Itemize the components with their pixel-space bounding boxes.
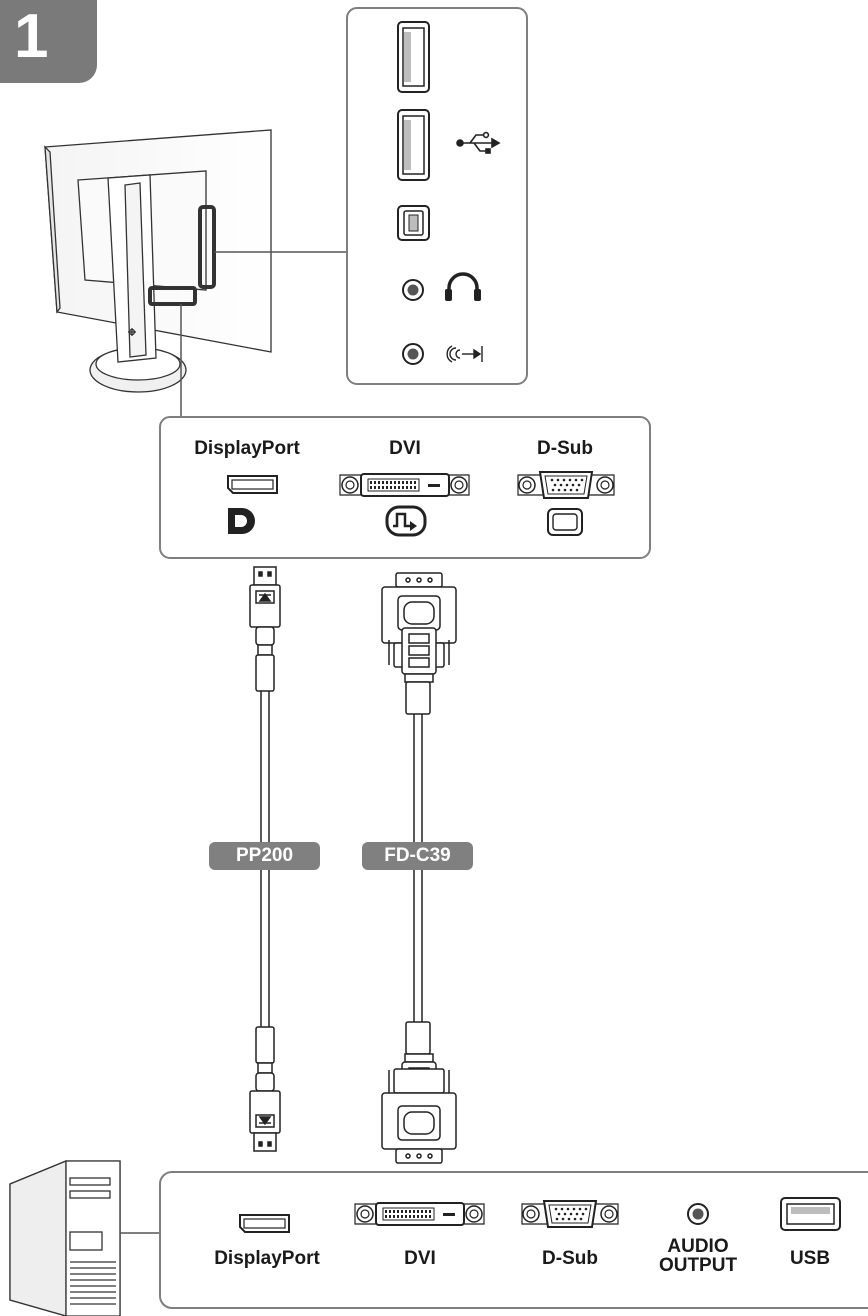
monitor-illustration — [44, 129, 272, 393]
dsub-logo-icon — [547, 508, 583, 536]
pc-audio-label-line2: OUTPUT — [658, 1255, 738, 1276]
headphones-symbol-icon — [445, 272, 481, 301]
pc-audio-output-label: AUDIO OUTPUT — [640, 1237, 756, 1275]
dvi-cable-model-tag: FD-C39 — [362, 842, 473, 870]
headphone-jack-icon — [402, 279, 424, 301]
usb-a-port-icon — [397, 21, 430, 93]
step-badge: 1 — [0, 0, 97, 83]
dvi-port-icon — [339, 473, 470, 497]
usb-symbol-icon — [456, 131, 501, 154]
side-port-panel — [346, 7, 528, 385]
pc-displayport-port-icon — [239, 1214, 290, 1233]
monitor-displayport-label: DisplayPort — [194, 438, 300, 459]
audio-input-jack-icon — [402, 343, 424, 365]
pc-tower-illustration — [9, 1160, 121, 1316]
monitor-dsub-label: D-Sub — [537, 438, 593, 459]
displayport-cable-model-tag: PP200 — [209, 842, 320, 870]
displayport-port-icon — [227, 475, 278, 494]
dsub-port-icon — [517, 471, 615, 499]
pc-output-panel — [159, 1171, 868, 1309]
audio-in-symbol-icon — [446, 345, 483, 363]
pc-dvi-label: DVI — [404, 1248, 436, 1269]
pc-dvi-port-icon — [354, 1202, 485, 1226]
pc-displayport-label: DisplayPort — [214, 1248, 320, 1269]
usb-b-port-icon — [397, 205, 430, 241]
displayport-logo-icon — [228, 508, 255, 534]
pc-dsub-port-icon — [521, 1200, 619, 1228]
pc-dsub-label: D-Sub — [542, 1248, 598, 1269]
pc-audio-output-jack-icon — [687, 1203, 709, 1225]
pc-audio-label-line1: AUDIO — [667, 1236, 729, 1257]
displayport-cable — [249, 566, 281, 1152]
usb-a-port-icon — [397, 109, 430, 181]
pc-usb-label: USB — [789, 1248, 831, 1269]
pc-usb-port-icon — [780, 1197, 841, 1231]
step-number: 1 — [14, 2, 49, 71]
dvi-cable — [381, 572, 457, 1164]
dvi-logo-icon — [385, 505, 427, 537]
monitor-dvi-label: DVI — [389, 438, 421, 459]
